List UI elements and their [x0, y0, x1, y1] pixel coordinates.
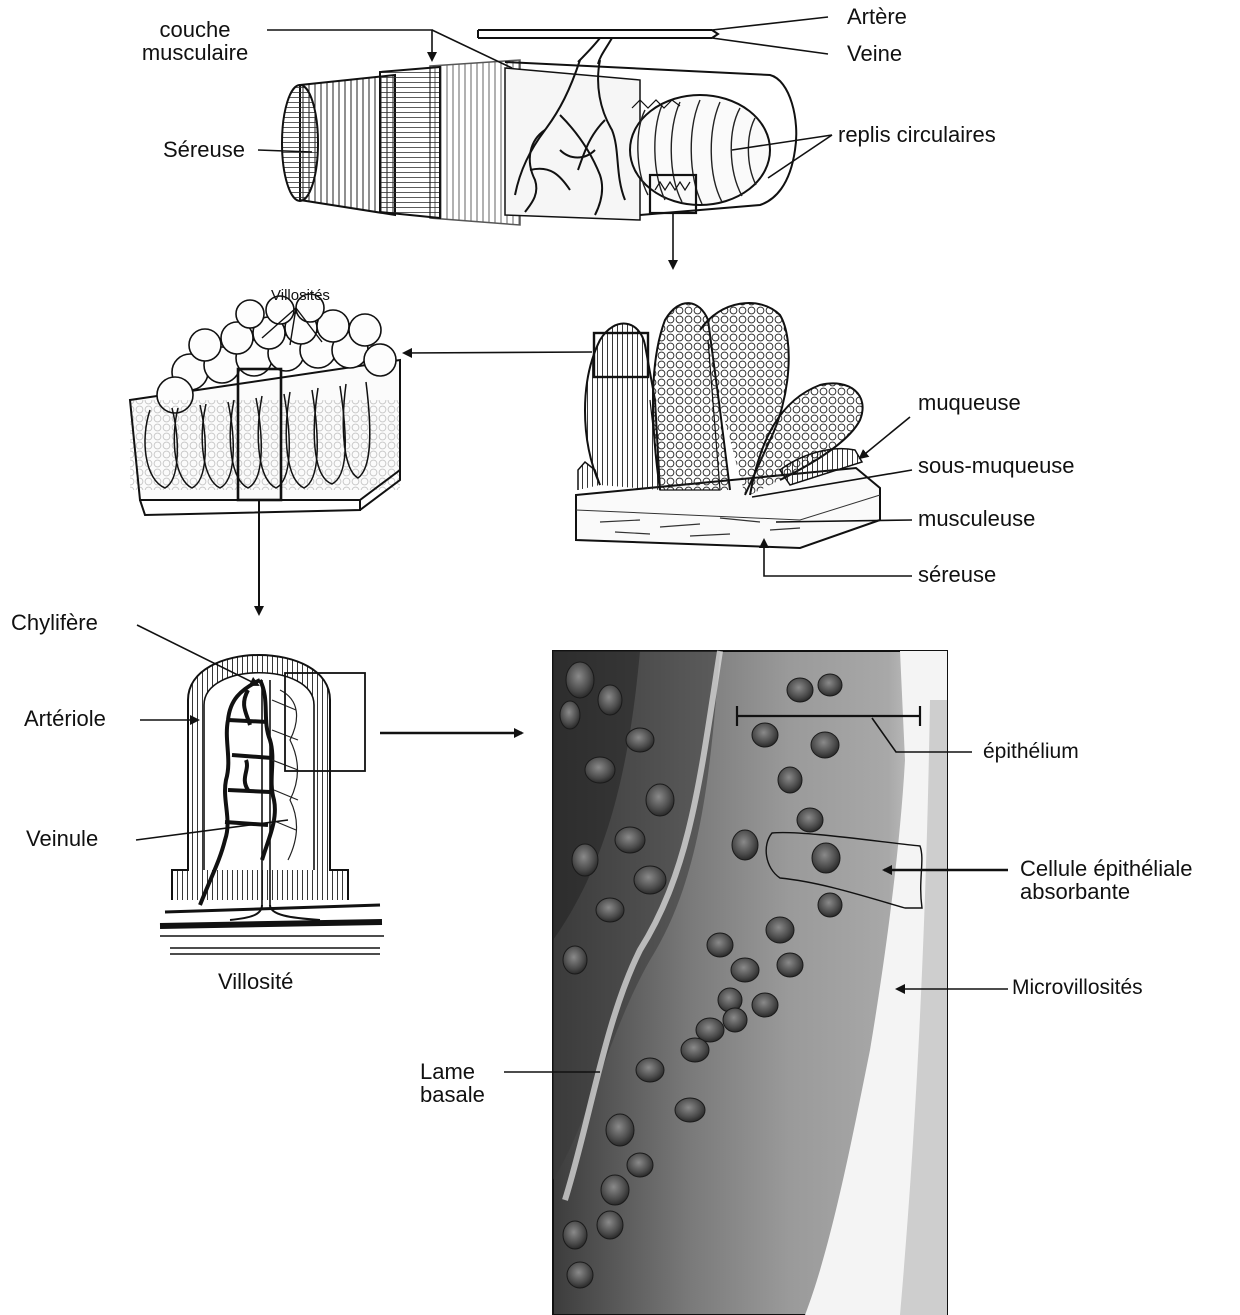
label-villosites: Villosités — [271, 288, 330, 304]
label-musculeuse: musculeuse — [918, 507, 1035, 530]
intestine-tube-illustration — [282, 30, 796, 225]
label-sereuse: Séreuse — [163, 138, 245, 161]
label-villosite-caption: Villosité — [218, 970, 293, 993]
label-sous-muqueuse: sous-muqueuse — [918, 454, 1075, 477]
villi-block-illustration — [130, 294, 400, 515]
epithelium-micrograph — [553, 651, 947, 1315]
label-replis-circulaires: replis circulaires — [838, 123, 996, 146]
single-villus-illustration — [160, 655, 384, 954]
label-lame-basale: Lame basale — [420, 1060, 485, 1106]
label-sereuse-middle: séreuse — [918, 563, 996, 586]
label-couche-musculaire: couche musculaire — [125, 18, 265, 64]
intestinal-wall-block — [576, 303, 880, 548]
label-cellule-epitheliale: Cellule épithéliale absorbante — [1020, 857, 1192, 903]
label-muqueuse: muqueuse — [918, 391, 1021, 414]
label-veinule: Veinule — [26, 827, 98, 850]
label-epithelium: épithélium — [983, 741, 1079, 763]
label-microvillosites: Microvillosités — [1012, 977, 1143, 999]
label-veine: Veine — [847, 42, 902, 65]
label-arteriole: Artériole — [24, 707, 106, 730]
label-chylifere: Chylifère — [11, 611, 98, 634]
label-artere: Artère — [847, 5, 907, 28]
